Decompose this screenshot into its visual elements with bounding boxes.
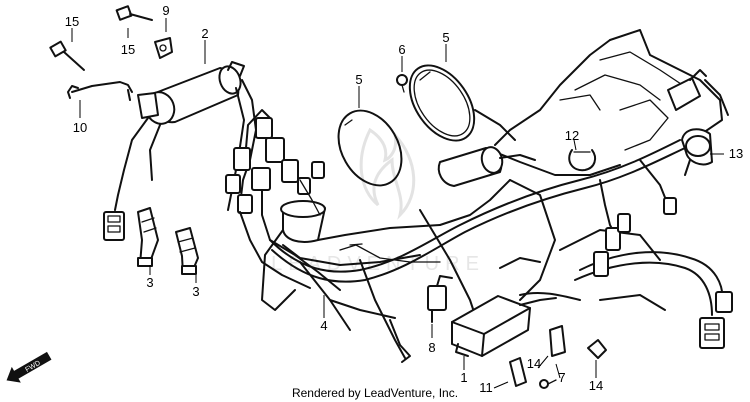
band-5-small [337, 109, 403, 187]
callout-8: 8 [428, 340, 435, 355]
callout-9: 9 [162, 3, 169, 18]
callout-7: 7 [558, 370, 565, 385]
bolt-15-left [49, 40, 85, 71]
callout-11: 11 [479, 380, 493, 395]
callout-6: 6 [398, 42, 405, 57]
coil-connector [103, 211, 125, 241]
fwd-arrow: FWD [6, 351, 52, 383]
band-13 [681, 128, 713, 166]
clamp-12 [568, 149, 597, 172]
callout-3-right: 3 [192, 284, 199, 299]
callout-12: 12 [565, 128, 579, 143]
clip-14-right [587, 339, 607, 359]
callout-1: 1 [460, 370, 467, 385]
callout-15-left: 15 [65, 14, 79, 29]
callout-13: 13 [729, 146, 743, 161]
render-credit: Rendered by LeadVenture, Inc. [291, 386, 459, 400]
plug-cap-left [137, 207, 159, 267]
callout-14-left: 14 [527, 356, 541, 371]
bolt-15-right [115, 5, 153, 21]
callout-5-large: 5 [442, 30, 449, 45]
clip-11 [509, 357, 527, 387]
ignition-coil [114, 61, 257, 211]
plug-cap-right [175, 227, 199, 275]
starter-relay [437, 146, 536, 187]
fwd-label: FWD [24, 360, 41, 374]
callout-10: 10 [73, 120, 87, 135]
bolt-6 [396, 74, 408, 93]
connector-cluster [225, 109, 341, 291]
callout-3-left: 3 [146, 275, 153, 290]
stay-9 [154, 37, 173, 59]
bracket-10 [67, 81, 133, 101]
clip-14-left [549, 325, 566, 357]
callout-14-right: 14 [589, 378, 603, 393]
callout-5-small: 5 [355, 72, 362, 87]
frame [261, 29, 729, 363]
callout-leaders [71, 18, 724, 389]
callout-15-right: 15 [121, 42, 135, 57]
fuse-holder [667, 69, 707, 111]
band-5-large [408, 64, 476, 142]
rear-connectors [593, 197, 733, 349]
callout-2: 2 [201, 26, 208, 41]
main-wire-harness [269, 139, 724, 316]
regulator-unit [451, 295, 557, 357]
callout-4: 4 [320, 318, 327, 333]
relay [427, 275, 453, 323]
clip-7 [539, 379, 557, 389]
watermark-flame-logo [359, 127, 416, 220]
